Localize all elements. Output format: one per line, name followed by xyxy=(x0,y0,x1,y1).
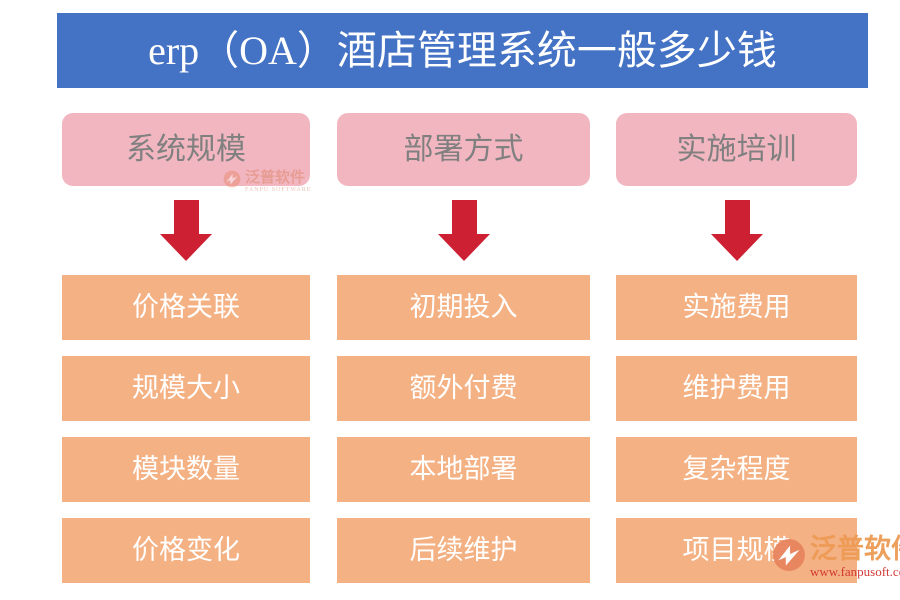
down-arrow-icon xyxy=(710,200,763,261)
item-list: 初期投入 额外付费 本地部署 后续维护 xyxy=(337,275,590,583)
item-box[interactable]: 项目规模 xyxy=(616,518,857,583)
item-list: 价格关联 规模大小 模块数量 价格变化 xyxy=(62,275,310,583)
item-box[interactable]: 维护费用 xyxy=(616,356,857,421)
item-box[interactable]: 价格关联 xyxy=(62,275,310,340)
item-label: 实施费用 xyxy=(682,292,791,322)
item-box[interactable]: 额外付费 xyxy=(337,356,590,421)
item-label: 后续维护 xyxy=(409,535,518,565)
arrow-shaft xyxy=(174,200,199,236)
column-header-box[interactable]: 部署方式 xyxy=(337,113,590,186)
item-box[interactable]: 规模大小 xyxy=(62,356,310,421)
item-label: 价格变化 xyxy=(132,535,240,565)
down-arrow-icon xyxy=(160,200,212,261)
column-header-label: 实施培训 xyxy=(676,132,797,166)
column-deployment-mode: 部署方式 初期投入 额外付费 本地部署 后续维护 xyxy=(337,113,590,599)
arrow-shaft xyxy=(724,200,750,236)
item-box[interactable]: 模块数量 xyxy=(62,437,310,502)
item-label: 额外付费 xyxy=(409,373,518,403)
down-arrow-icon xyxy=(437,200,490,261)
item-label: 复杂程度 xyxy=(682,454,791,484)
column-header-label: 部署方式 xyxy=(403,132,524,166)
title-bar: erp（OA）酒店管理系统一般多少钱 xyxy=(57,13,868,88)
item-label: 项目规模 xyxy=(682,535,791,565)
arrow-head xyxy=(160,234,212,261)
item-list: 实施费用 维护费用 复杂程度 项目规模 xyxy=(616,275,857,583)
item-label: 规模大小 xyxy=(132,373,240,403)
item-box[interactable]: 价格变化 xyxy=(62,518,310,583)
column-header-box[interactable]: 实施培训 xyxy=(616,113,857,186)
arrow-head xyxy=(437,234,490,261)
item-label: 价格关联 xyxy=(132,292,240,322)
column-implementation-training: 实施培训 实施费用 维护费用 复杂程度 项目规模 xyxy=(616,113,857,599)
arrow-head xyxy=(710,234,763,261)
item-box[interactable]: 后续维护 xyxy=(337,518,590,583)
item-box[interactable]: 复杂程度 xyxy=(616,437,857,502)
item-box[interactable]: 本地部署 xyxy=(337,437,590,502)
arrow-container xyxy=(616,186,857,275)
item-box[interactable]: 初期投入 xyxy=(337,275,590,340)
item-box[interactable]: 实施费用 xyxy=(616,275,857,340)
item-label: 模块数量 xyxy=(132,454,240,484)
arrow-container xyxy=(337,186,590,275)
column-header-label: 系统规模 xyxy=(126,132,246,166)
arrow-container xyxy=(62,186,310,275)
item-label: 初期投入 xyxy=(409,292,518,322)
page-title: erp（OA）酒店管理系统一般多少钱 xyxy=(148,27,777,73)
column-system-scale: 系统规模 价格关联 规模大小 模块数量 价格变化 xyxy=(62,113,310,599)
arrow-shaft xyxy=(451,200,477,236)
item-label: 维护费用 xyxy=(682,373,791,403)
column-header-box[interactable]: 系统规模 xyxy=(62,113,310,186)
item-label: 本地部署 xyxy=(409,454,518,484)
